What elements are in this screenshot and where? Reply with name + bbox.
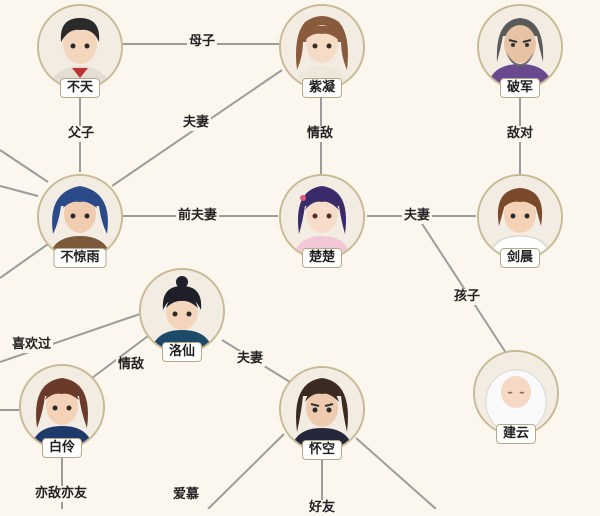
stern-man-portrait-icon bbox=[281, 368, 363, 450]
relation-label-xihuanguo: 喜欢过 bbox=[10, 337, 54, 353]
character-name: 建云 bbox=[495, 424, 537, 444]
character-node-luoxian[interactable]: 洛仙 bbox=[139, 268, 225, 362]
character-node-butian[interactable]: 不天 bbox=[37, 4, 123, 98]
woman-portrait-icon bbox=[281, 6, 363, 88]
character-node-ziling[interactable]: 紫凝 bbox=[279, 4, 365, 98]
avatar bbox=[19, 364, 105, 450]
relation-label-haizi: 孩子 bbox=[452, 289, 483, 305]
edge-chuchu-jianyun bbox=[416, 215, 509, 357]
edge-offscreen-bujingyu-2 bbox=[0, 185, 39, 197]
relation-label-fuqi: 夫妻 bbox=[181, 115, 212, 131]
character-name: 洛仙 bbox=[161, 342, 203, 362]
avatar bbox=[477, 4, 563, 90]
character-node-jianyun[interactable]: 建云 bbox=[473, 350, 559, 444]
character-name: 破军 bbox=[499, 78, 541, 98]
edge-huaikong-down-right bbox=[355, 437, 437, 509]
edge-huaikong-down-left bbox=[207, 433, 285, 509]
character-node-chuchu[interactable]: 楚楚 bbox=[279, 174, 365, 268]
brown-haired-man-portrait-icon bbox=[479, 176, 561, 258]
relation-label-muzi: 母子 bbox=[187, 34, 218, 50]
character-name: 紫凝 bbox=[301, 78, 343, 98]
young-man-portrait-icon bbox=[39, 6, 121, 88]
bearded-man-portrait-icon bbox=[479, 6, 561, 88]
character-name: 楚楚 bbox=[301, 248, 343, 268]
young-man-bun-portrait-icon bbox=[141, 270, 223, 352]
character-name: 白伶 bbox=[41, 438, 83, 458]
character-name: 不惊雨 bbox=[53, 248, 107, 268]
relation-label-fuqi-3: 夫妻 bbox=[235, 351, 266, 367]
character-node-pojun[interactable]: 破军 bbox=[477, 4, 563, 98]
avatar bbox=[279, 366, 365, 452]
avatar bbox=[139, 268, 225, 354]
character-name: 剑晨 bbox=[499, 248, 541, 268]
relation-label-aimu: 爱慕 bbox=[171, 487, 202, 503]
relation-label-fuzi: 父子 bbox=[66, 126, 97, 142]
relation-label-qianfuqi: 前夫妻 bbox=[176, 208, 220, 224]
relation-label-qingdi-2: 情敌 bbox=[116, 357, 147, 373]
relation-label-partial: 好友 bbox=[307, 500, 338, 516]
girl-portrait-icon bbox=[281, 176, 363, 258]
relation-label-qingdi: 情敌 bbox=[305, 126, 336, 142]
relation-label-yidiyiyou: 亦敌亦友 bbox=[33, 486, 90, 502]
character-node-bujingyu[interactable]: 不惊雨 bbox=[37, 174, 123, 268]
woman-auburn-portrait-icon bbox=[21, 366, 103, 448]
blue-haired-man-portrait-icon bbox=[39, 176, 121, 258]
baby-portrait-icon bbox=[475, 352, 557, 434]
edge-offscreen-luoxian bbox=[0, 313, 141, 363]
character-node-huaikong[interactable]: 怀空 bbox=[279, 366, 365, 460]
avatar bbox=[473, 350, 559, 436]
relation-label-diudui: 敌对 bbox=[505, 126, 536, 142]
character-name: 怀空 bbox=[301, 440, 343, 460]
relation-label-fuqi-2: 夫妻 bbox=[402, 208, 433, 224]
character-node-bailing[interactable]: 白伶 bbox=[19, 364, 105, 458]
character-node-jianchen[interactable]: 剑晨 bbox=[477, 174, 563, 268]
character-name: 不天 bbox=[59, 78, 101, 98]
